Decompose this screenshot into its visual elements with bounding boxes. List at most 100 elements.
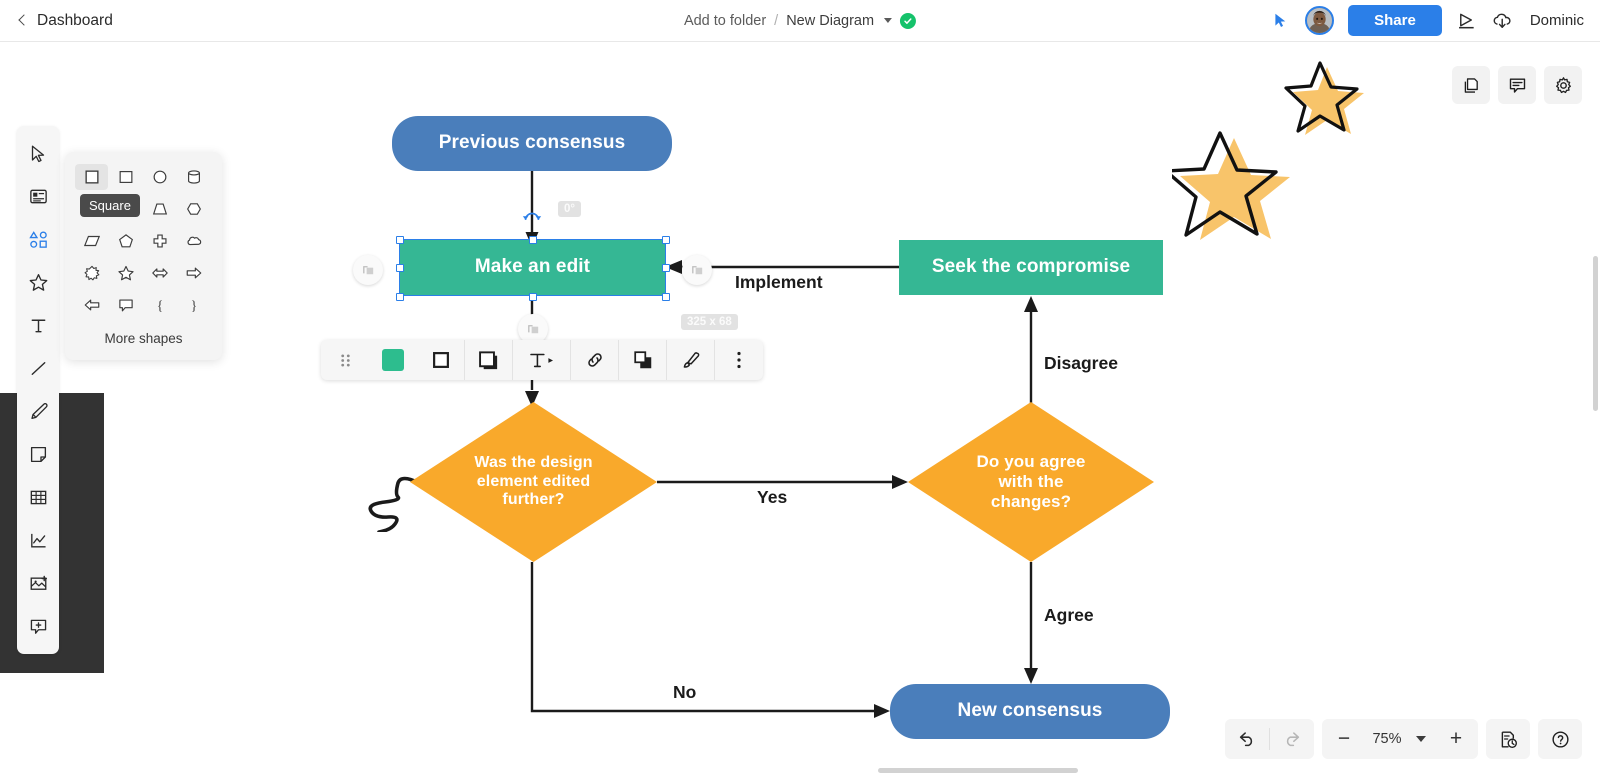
zoom-dropdown-button[interactable] xyxy=(1408,719,1434,759)
undo-button[interactable] xyxy=(1225,719,1269,759)
chevron-left-icon xyxy=(18,14,30,26)
resize-handle-bc[interactable] xyxy=(529,293,537,301)
shape-cloud[interactable] xyxy=(178,228,211,254)
edge-label-implement[interactable]: Implement xyxy=(735,272,823,292)
shape-cross[interactable] xyxy=(144,228,177,254)
top-bar: Dashboard Add to folder / New Diagram xyxy=(0,0,1600,42)
shape-pentagon[interactable] xyxy=(109,228,142,254)
shape-parallelogram[interactable] xyxy=(75,228,108,254)
shape-cylinder[interactable] xyxy=(178,164,211,190)
user-name[interactable]: Dominic xyxy=(1529,12,1584,29)
cursor-pointer-icon[interactable] xyxy=(1269,10,1291,32)
resize-handle-ml[interactable] xyxy=(396,264,404,272)
shape-brace-left[interactable]: { xyxy=(144,292,177,318)
resize-handle-bl[interactable] xyxy=(396,293,404,301)
shape-square[interactable] xyxy=(75,164,108,190)
image-plus-tool[interactable] xyxy=(19,562,57,605)
shape-hexagon[interactable] xyxy=(178,196,211,222)
shape-brace-right[interactable]: } xyxy=(178,292,211,318)
shape-speech-bubble[interactable] xyxy=(109,292,142,318)
star-sticker-small[interactable] xyxy=(1284,57,1364,137)
canvas[interactable]: Previous consensus Make an edit Seek the… xyxy=(0,42,1600,775)
resize-handle-br[interactable] xyxy=(662,293,670,301)
svg-text:{: { xyxy=(157,298,163,313)
node-label: Make an edit xyxy=(474,256,591,278)
version-history-button[interactable] xyxy=(1486,719,1530,759)
node-label: Seek the compromise xyxy=(931,256,1131,278)
fill-color-button[interactable] xyxy=(369,340,417,380)
resize-handle-tl[interactable] xyxy=(396,236,404,244)
connector-icon-bottom[interactable] xyxy=(518,314,548,344)
shape-left-arrow[interactable] xyxy=(75,292,108,318)
resize-handle-mr[interactable] xyxy=(662,264,670,272)
shape-star[interactable] xyxy=(109,260,142,286)
document-title[interactable]: New Diagram xyxy=(786,12,875,29)
shadow-style-button[interactable] xyxy=(465,340,513,380)
style-brush-button[interactable] xyxy=(667,340,715,380)
share-button[interactable]: Share xyxy=(1348,5,1442,36)
redo-button[interactable] xyxy=(1270,719,1314,759)
node-do-you-agree-with-the-changes[interactable]: Do you agree with the changes? xyxy=(908,402,1154,562)
edge-label-agree[interactable]: Agree xyxy=(1044,605,1094,625)
avatar[interactable] xyxy=(1305,6,1335,35)
present-play-icon[interactable] xyxy=(1456,10,1478,32)
text-format-button[interactable] xyxy=(513,340,571,380)
zoom-in-button[interactable]: + xyxy=(1449,727,1463,750)
line-tool[interactable] xyxy=(19,347,57,390)
table-tool[interactable] xyxy=(19,476,57,519)
link-button[interactable] xyxy=(571,340,619,380)
resize-handle-tc[interactable] xyxy=(529,236,537,244)
node-make-an-edit[interactable]: Make an edit xyxy=(400,240,665,295)
shape-circle[interactable] xyxy=(144,164,177,190)
comments-panel-button[interactable] xyxy=(1498,66,1536,104)
template-card-tool[interactable] xyxy=(19,175,57,218)
zoom-out-button[interactable]: − xyxy=(1337,727,1351,750)
dashboard-label: Dashboard xyxy=(37,11,113,29)
drag-handle[interactable] xyxy=(321,340,369,380)
edge-label-disagree[interactable]: Disagree xyxy=(1044,353,1118,373)
shape-rectangle[interactable] xyxy=(109,164,142,190)
add-to-folder-button[interactable]: Add to folder xyxy=(683,12,767,29)
sticky-note-tool[interactable] xyxy=(19,433,57,476)
back-to-dashboard[interactable]: Dashboard xyxy=(0,12,113,30)
comment-plus-tool[interactable] xyxy=(19,605,57,648)
connector-icon-right[interactable] xyxy=(682,255,712,285)
freehand-squiggle[interactable] xyxy=(357,462,427,532)
chevron-down-icon[interactable] xyxy=(884,18,893,23)
node-label: Previous consensus xyxy=(438,132,626,154)
more-shapes-button[interactable]: More shapes xyxy=(104,331,183,346)
zoom-group: − 75% + xyxy=(1322,719,1478,759)
shapes-tool[interactable] xyxy=(19,218,57,261)
pencil-tool[interactable] xyxy=(19,390,57,433)
help-button[interactable] xyxy=(1538,719,1582,759)
border-style-button[interactable] xyxy=(417,340,465,380)
shape-double-arrow[interactable] xyxy=(144,260,177,286)
shape-trapezoid[interactable] xyxy=(144,196,177,222)
horizontal-scrollbar[interactable] xyxy=(878,768,1078,773)
star-sticker-large[interactable] xyxy=(1172,122,1292,242)
shape-context-toolbar xyxy=(321,340,763,380)
node-new-consensus[interactable]: New consensus xyxy=(890,684,1170,739)
selection-bounding-box xyxy=(399,239,666,296)
node-seek-the-compromise[interactable]: Seek the compromise xyxy=(899,240,1163,295)
cloud-download-icon[interactable] xyxy=(1492,10,1514,32)
more-options-button[interactable] xyxy=(715,340,763,380)
duplicate-button[interactable] xyxy=(619,340,667,380)
pages-panel-button[interactable] xyxy=(1452,66,1490,104)
edge-label-no[interactable]: No xyxy=(673,682,697,702)
select-tool[interactable] xyxy=(19,132,57,175)
zoom-level-value[interactable]: 75% xyxy=(1372,731,1402,747)
connector-icon-left[interactable] xyxy=(353,255,383,285)
shape-starburst[interactable] xyxy=(75,260,108,286)
settings-panel-button[interactable] xyxy=(1544,66,1582,104)
rotate-handle-icon[interactable] xyxy=(521,208,543,230)
shape-right-arrow[interactable] xyxy=(178,260,211,286)
node-previous-consensus[interactable]: Previous consensus xyxy=(392,116,672,171)
node-was-the-design-element-edited-further[interactable]: Was the design element edited further? xyxy=(410,402,657,562)
resize-handle-tr[interactable] xyxy=(662,236,670,244)
text-tool[interactable] xyxy=(19,304,57,347)
sticker-star-tool[interactable] xyxy=(19,261,57,304)
vertical-scrollbar[interactable] xyxy=(1593,256,1598,411)
chart-tool[interactable] xyxy=(19,519,57,562)
edge-label-yes[interactable]: Yes xyxy=(757,487,788,507)
